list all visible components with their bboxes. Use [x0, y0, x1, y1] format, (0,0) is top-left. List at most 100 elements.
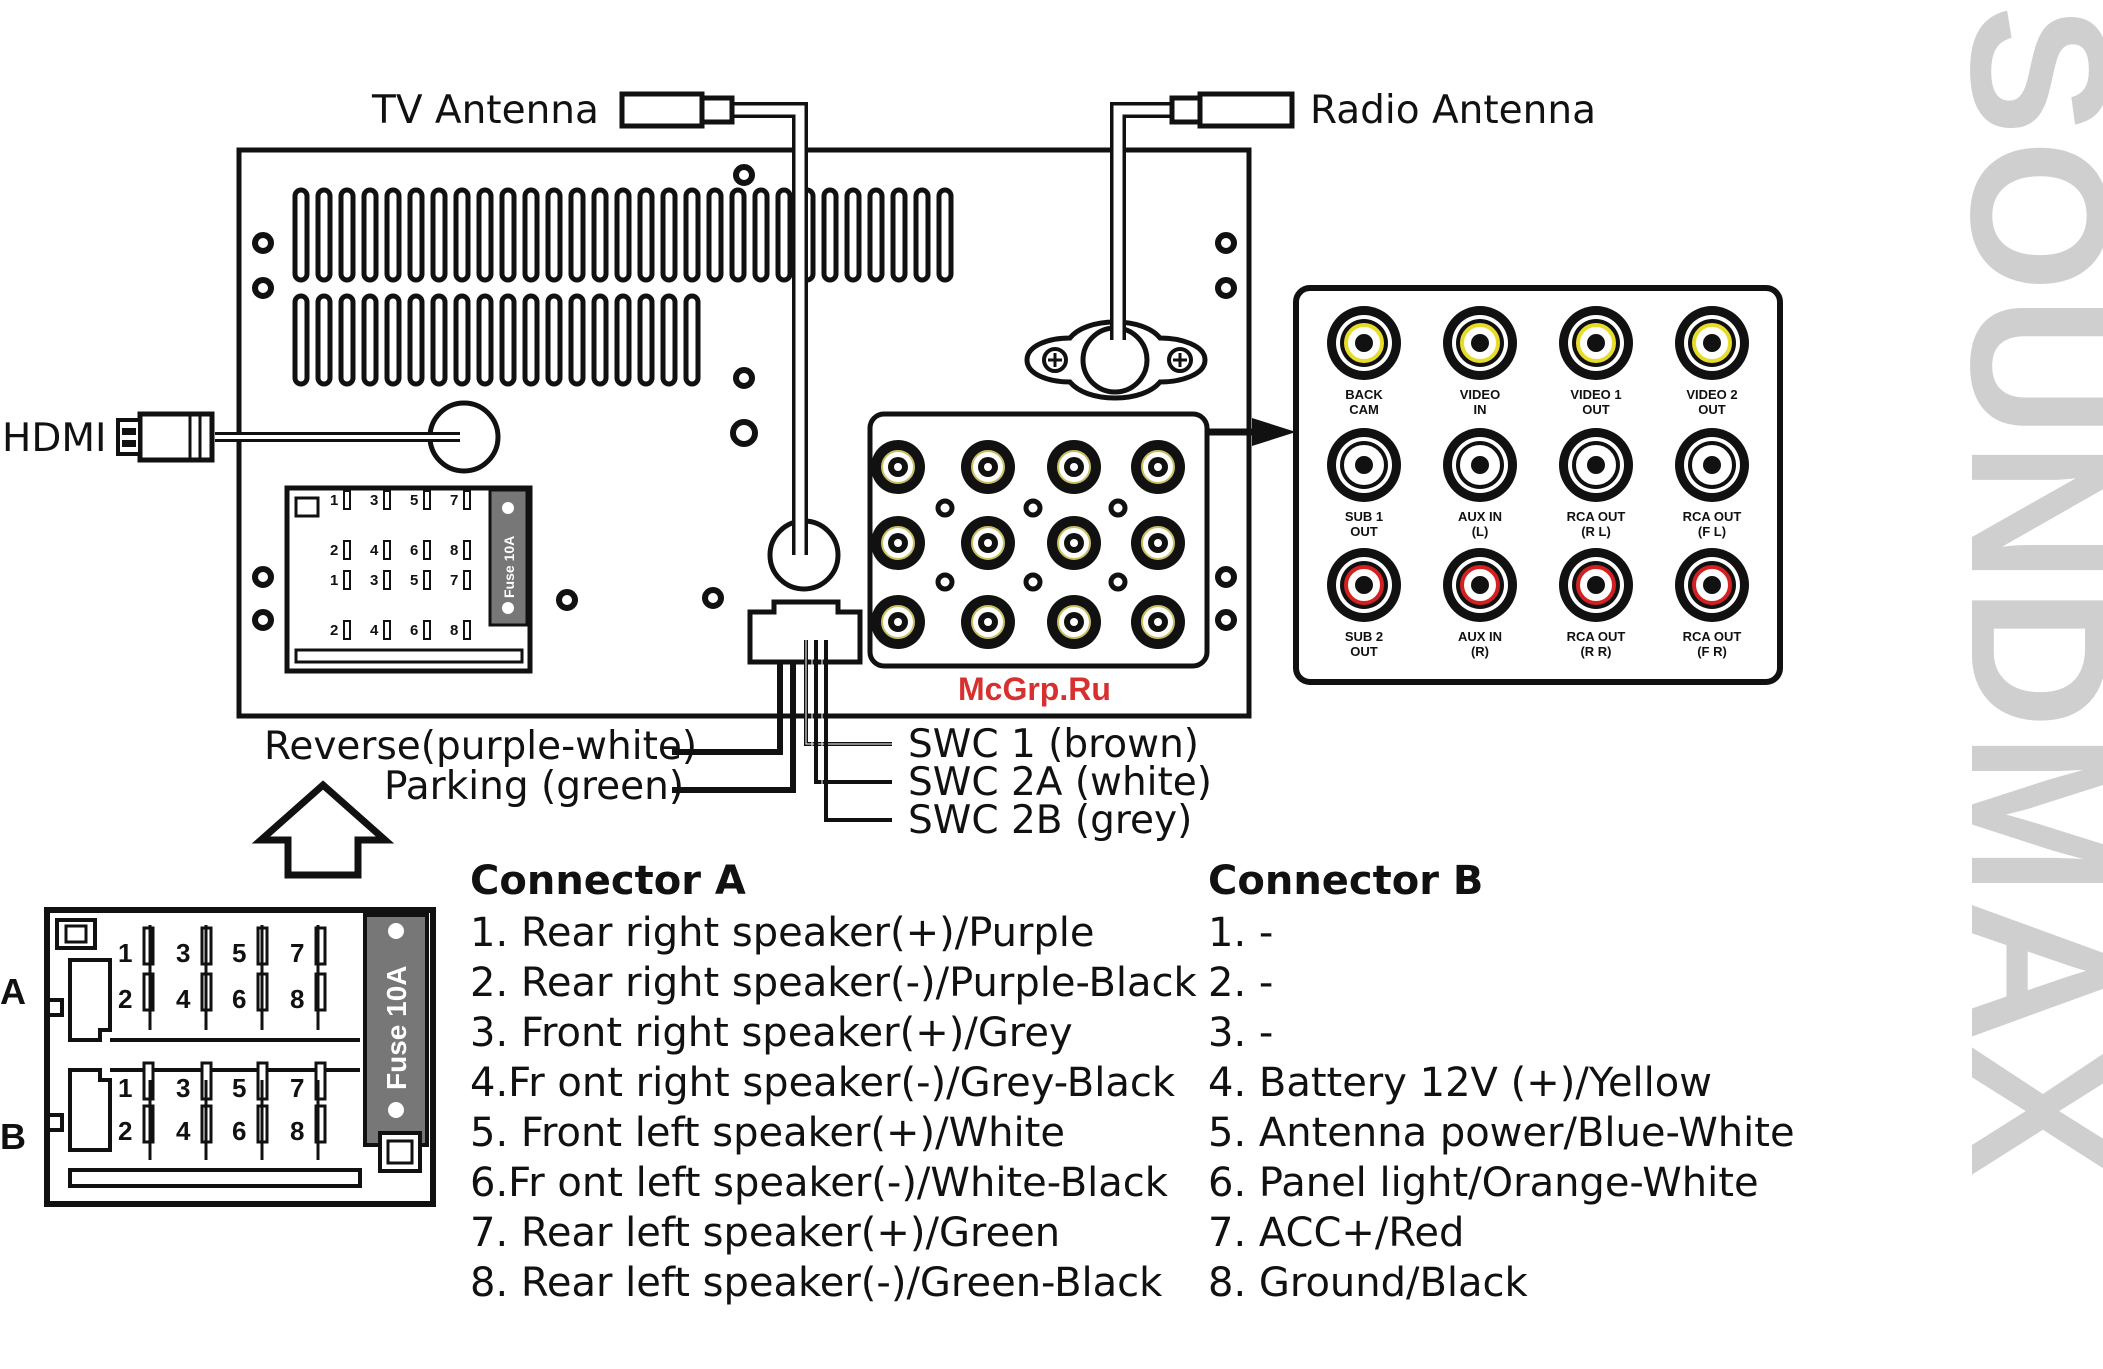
pin-number: 7 — [450, 572, 458, 589]
rca-jack-label: RCA OUT — [1567, 629, 1626, 644]
vent-slot — [338, 293, 356, 387]
pin-number: 2 — [118, 1116, 132, 1146]
swc2b-wire-label: SWC 2B (grey) — [908, 798, 1193, 843]
rca-jack-label: (R) — [1471, 644, 1489, 659]
hdmi-label: HDMI — [2, 416, 107, 461]
pin-slot — [463, 570, 471, 590]
pin-slot — [423, 490, 431, 510]
tv-antenna-label: TV Antenna — [372, 88, 599, 133]
rca-jack — [961, 595, 1015, 649]
vent-slot — [660, 187, 678, 283]
vent-slot — [913, 187, 931, 283]
vent-slot — [338, 187, 356, 283]
list-item: 5. Antenna power/Blue-White — [1208, 1110, 1795, 1156]
rca-jack-label: RCA OUT — [1683, 629, 1742, 644]
vent-slot — [637, 293, 655, 387]
pin-slot — [383, 490, 391, 510]
pin-number: 5 — [232, 938, 246, 968]
rca-jack — [961, 440, 1015, 494]
radio-antenna-label: Radio Antenna — [1310, 88, 1597, 133]
pin-number: 1 — [118, 1073, 132, 1103]
vent-slot — [361, 187, 379, 283]
rca-jack — [1047, 595, 1101, 649]
rca-jack-label: SUB 1 — [1345, 509, 1383, 524]
pin-slot — [383, 540, 391, 560]
vent-slot — [407, 187, 425, 283]
vent-slot — [568, 293, 586, 387]
vent-slot — [545, 293, 563, 387]
list-item: 3. - — [1208, 1010, 1274, 1056]
pin-number: 1 — [330, 492, 338, 509]
mounting-hole — [1023, 572, 1043, 592]
vent-slot — [936, 187, 954, 283]
rca-jack-label: BACK — [1345, 387, 1383, 402]
list-item: 7. ACC+/Red — [1208, 1210, 1465, 1256]
rca-jack-label: RCA OUT — [1683, 509, 1742, 524]
brand-logo: SOUNDMAX — [1930, 5, 2103, 1180]
rca-jack-label: RCA OUT — [1567, 509, 1626, 524]
list-item: 7. Rear left speaker(+)/Green — [470, 1210, 1061, 1256]
vent-slot — [499, 293, 517, 387]
rca-jack: RCA OUT(F R) — [1675, 548, 1749, 659]
reverse-wire-label: Reverse(purple-white) — [264, 724, 698, 769]
pin-slot — [314, 926, 327, 966]
rca-jack — [871, 516, 925, 570]
pin-slot — [314, 1104, 327, 1144]
up-arrow-icon — [251, 780, 395, 879]
mounting-holes — [252, 164, 1237, 631]
mounting-hole — [1023, 498, 1043, 518]
pin-slot — [383, 620, 391, 640]
vent-slot — [568, 187, 586, 283]
pin-slot — [343, 490, 351, 510]
pin-number: 8 — [290, 1116, 304, 1146]
pin-slot — [383, 570, 391, 590]
pin-number: 3 — [370, 492, 378, 509]
pin-number: 4 — [176, 984, 191, 1014]
vent-slot — [683, 187, 701, 283]
rca-jack — [961, 516, 1015, 570]
pin-slot — [314, 972, 327, 1012]
rca-jack: RCA OUT(R R) — [1559, 548, 1633, 659]
list-item: 5. Front left speaker(+)/White — [470, 1110, 1065, 1156]
rca-jack: AUX IN(R) — [1443, 548, 1517, 659]
mounting-hole — [935, 572, 955, 592]
connector-b-title: Connector B — [1208, 858, 1484, 904]
vent-slot — [729, 187, 747, 283]
vent-slot — [453, 187, 471, 283]
pin-number: 7 — [450, 492, 458, 509]
pin-number: 5 — [410, 572, 418, 589]
rca-link-arrow — [1207, 418, 1296, 446]
vent-slot — [430, 187, 448, 283]
list-item: 1. Rear right speaker(+)/Purple — [470, 910, 1095, 956]
svg-text:Fuse 10A: Fuse 10A — [501, 536, 517, 598]
rca-jack-label: OUT — [1350, 644, 1378, 659]
rca-jack: RCA OUT(R L) — [1559, 428, 1633, 539]
rca-jack — [1131, 595, 1185, 649]
pin-number: 7 — [290, 938, 304, 968]
vent-slot — [591, 293, 609, 387]
vent-slot — [384, 187, 402, 283]
pin-number: 4 — [176, 1116, 191, 1146]
pin-slot — [343, 540, 351, 560]
pin-number: 3 — [176, 1073, 190, 1103]
vent-slot — [752, 187, 770, 283]
pin-number: 6 — [410, 542, 418, 559]
rca-jack — [871, 440, 925, 494]
tv-antenna-cable — [619, 91, 808, 555]
pin-number: 3 — [370, 572, 378, 589]
vent-slot — [453, 293, 471, 387]
watermark: McGrp.Ru — [958, 671, 1111, 707]
rca-jack — [1047, 516, 1101, 570]
vent-slot — [361, 293, 379, 387]
vent-slot — [522, 293, 540, 387]
ventilation-slots — [292, 187, 954, 387]
pin-number: 8 — [290, 984, 304, 1014]
list-item: 8. Ground/Black — [1208, 1260, 1528, 1306]
pin-number: 7 — [290, 1073, 304, 1103]
